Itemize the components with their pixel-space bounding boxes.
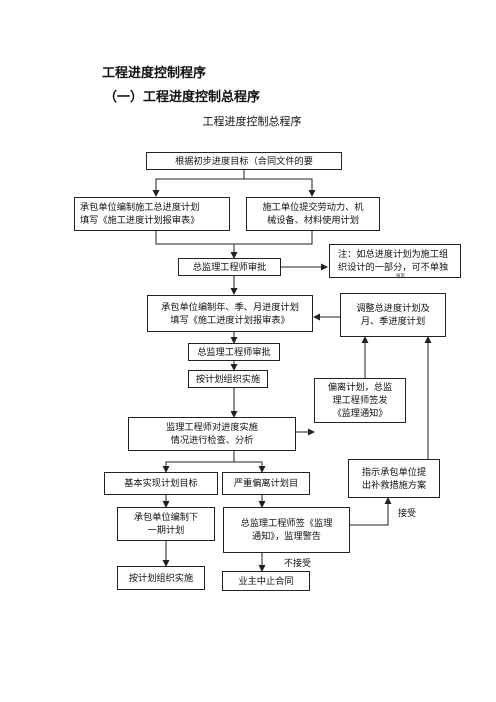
arrow-b9-b13 (234, 461, 266, 473)
flowchart-caption: 工程进度控制总程序 (202, 115, 302, 128)
arrow-b15-b11 (350, 497, 392, 526)
box-contractor-master-schedule: 承包单位编制施工总进度计划填写《施工进度计划报审表》 (74, 197, 230, 231)
section-heading: 工程进度控制程序 (102, 66, 207, 81)
label-accept: 接受 (398, 509, 417, 519)
merge-line-b2-b3 (155, 231, 313, 245)
box-terminate-contract: 业主中止合同 (222, 571, 310, 591)
box-remedial-plan: 指示承包单位提出补救措施方案 (348, 459, 440, 498)
box-inspection-analysis: 监理工程师对进度实施情况进行检查、分析 (128, 417, 296, 451)
box-deviation-notice: 偏离计划，总监理工程师签发《监理通知》 (314, 378, 406, 423)
box-chief-approval-2: 总监理工程师审批 (188, 343, 280, 361)
box-resource-plan: 施工单位提交劳动力、机械设备、材料使用计划 (246, 197, 380, 231)
arrow-b1-b3 (244, 178, 316, 197)
box-target-achieved: 基本实现计划目标 (104, 472, 218, 495)
box-severe-deviation: 严重偏离计划目 (222, 472, 310, 495)
box-implement-2: 按计划组织实施 (117, 566, 205, 590)
box-note: 注：如总进度计划为施工组织设计的一部分，可不单独 报审 (329, 244, 461, 278)
box-initial-progress-target: 根据初步进度目标（合同文件的要 (146, 152, 342, 170)
label-reject: 不接受 (284, 559, 312, 569)
box-chief-approval-1: 总监理工程师审批 (178, 258, 281, 276)
box-warning-notice: 总监理工程师签《监理通知》，监理警告 (223, 507, 350, 553)
arrow-b9-b12 (162, 451, 235, 473)
subsection-heading: （一）工程进度控制总程序 (104, 90, 261, 105)
box-adjust-schedule: 调整总进度计划及月、季进度计划 (340, 293, 446, 337)
box-periodic-schedule: 承包单位编制年、季、月进度计划填写《施工进度计划报审表》 (147, 295, 313, 332)
box-next-period-plan: 承包单位编制下一期计划 (117, 507, 215, 541)
arrow-b1-b2 (152, 170, 245, 197)
box-implement-1: 按计划组织实施 (188, 370, 268, 388)
